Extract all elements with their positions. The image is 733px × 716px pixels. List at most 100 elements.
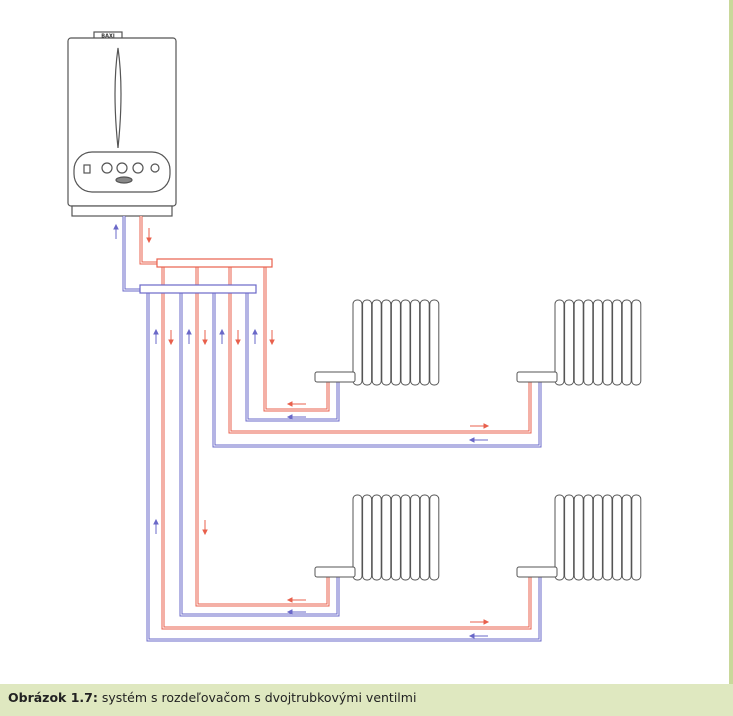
arrow-head (483, 619, 490, 625)
arrow-head (468, 633, 475, 639)
radiator-section (602, 494, 613, 581)
arrow-head (286, 414, 293, 420)
radiator-section (612, 494, 623, 581)
flow-arrow (286, 597, 306, 603)
radiator-section (400, 299, 411, 386)
radiator-section (592, 299, 603, 386)
radiator-section (371, 299, 382, 386)
flow-arrow (269, 330, 275, 346)
radiator-section (352, 494, 363, 581)
flow-arrow (153, 328, 159, 344)
radiator-section (583, 299, 594, 386)
boiler-base (71, 205, 173, 217)
radiator-valve (314, 371, 356, 383)
boiler-return-pipe (122, 216, 140, 292)
supply-pipe (195, 267, 330, 607)
radiator-section (554, 494, 565, 581)
radiator-section (362, 494, 373, 581)
arrow-head (202, 339, 208, 346)
flow-arrow (286, 401, 306, 407)
radiator-section (352, 299, 363, 386)
radiator-section (631, 299, 642, 386)
flow-arrow (470, 423, 490, 429)
boiler-logo (115, 176, 133, 184)
flow-arrow (468, 437, 488, 443)
return-pipe-outer (146, 293, 542, 642)
arrow-head (153, 518, 159, 525)
flow-arrow (113, 223, 119, 239)
arrow-head (202, 529, 208, 536)
flow-arrow (219, 328, 225, 344)
arrow-head (186, 328, 192, 335)
arrow-head (269, 339, 275, 346)
supply-pipe-inner (162, 267, 531, 629)
radiator-section (631, 494, 642, 581)
arrow-head (235, 339, 241, 346)
radiator-section (583, 494, 594, 581)
boiler-return-pipe-outer (122, 216, 140, 292)
return-pipe (146, 293, 542, 642)
radiator-section (410, 299, 421, 386)
radiator-valve (314, 566, 356, 578)
supply-pipe (161, 267, 532, 630)
radiator-section (564, 494, 575, 581)
radiator-section (602, 299, 613, 386)
return-pipe-inner (180, 293, 339, 616)
return-pipe (212, 293, 542, 448)
radiator-section (381, 299, 392, 386)
flow-arrow (470, 619, 490, 625)
arrow-head (286, 401, 293, 407)
boiler-supply-pipe-inner (140, 216, 157, 264)
boiler-knob (132, 162, 144, 174)
flow-arrow (286, 414, 306, 420)
manifolds (139, 258, 273, 294)
caption-label: Obrázok 1.7: (8, 690, 98, 705)
radiator-section (429, 494, 440, 581)
flow-arrow (202, 330, 208, 346)
radiator-section (390, 494, 401, 581)
boiler-knob (116, 162, 128, 174)
boiler-supply-pipe (139, 216, 157, 265)
boiler-button (150, 163, 160, 173)
return-pipe-inner (246, 293, 339, 421)
radiator-valve (516, 566, 558, 578)
radiator-section (564, 299, 575, 386)
flow-arrow (146, 228, 152, 244)
arrow-head (286, 609, 293, 615)
figure-caption: Obrázok 1.7: systém s rozdeľovačom s dvo… (8, 690, 416, 705)
diagram-panel: BAXI (0, 0, 733, 684)
flow-arrow (168, 330, 174, 346)
supply-manifold (156, 258, 273, 268)
radiator-section (390, 299, 401, 386)
boiler-display (83, 164, 91, 174)
flow-arrow (202, 520, 208, 536)
arrow-head (113, 223, 119, 230)
radiator-section (419, 494, 430, 581)
radiator-section (592, 494, 603, 581)
supply-pipe (263, 267, 330, 412)
arrow-head (153, 328, 159, 335)
arrow-head (219, 328, 225, 335)
radiator-section (573, 299, 584, 386)
radiator (314, 299, 440, 386)
boiler-flame-decor (114, 47, 122, 149)
radiator-section (554, 299, 565, 386)
radiator-valve (516, 371, 558, 383)
radiator-section (612, 299, 623, 386)
radiator-section (362, 299, 373, 386)
arrow-head (468, 437, 475, 443)
supply-pipe-inner (229, 267, 531, 433)
arrow-head (252, 328, 258, 335)
radiator-section (381, 494, 392, 581)
boiler (67, 31, 177, 217)
radiator-section (621, 299, 632, 386)
flow-arrow (186, 328, 192, 344)
boiler-brand-label: BAXI (101, 34, 115, 40)
flow-arrow (153, 518, 159, 534)
return-pipe (179, 293, 340, 617)
flow-arrow (286, 609, 306, 615)
flow-arrow (235, 330, 241, 346)
boiler-knob (101, 162, 113, 174)
radiator-section (419, 299, 430, 386)
radiator-section (621, 494, 632, 581)
